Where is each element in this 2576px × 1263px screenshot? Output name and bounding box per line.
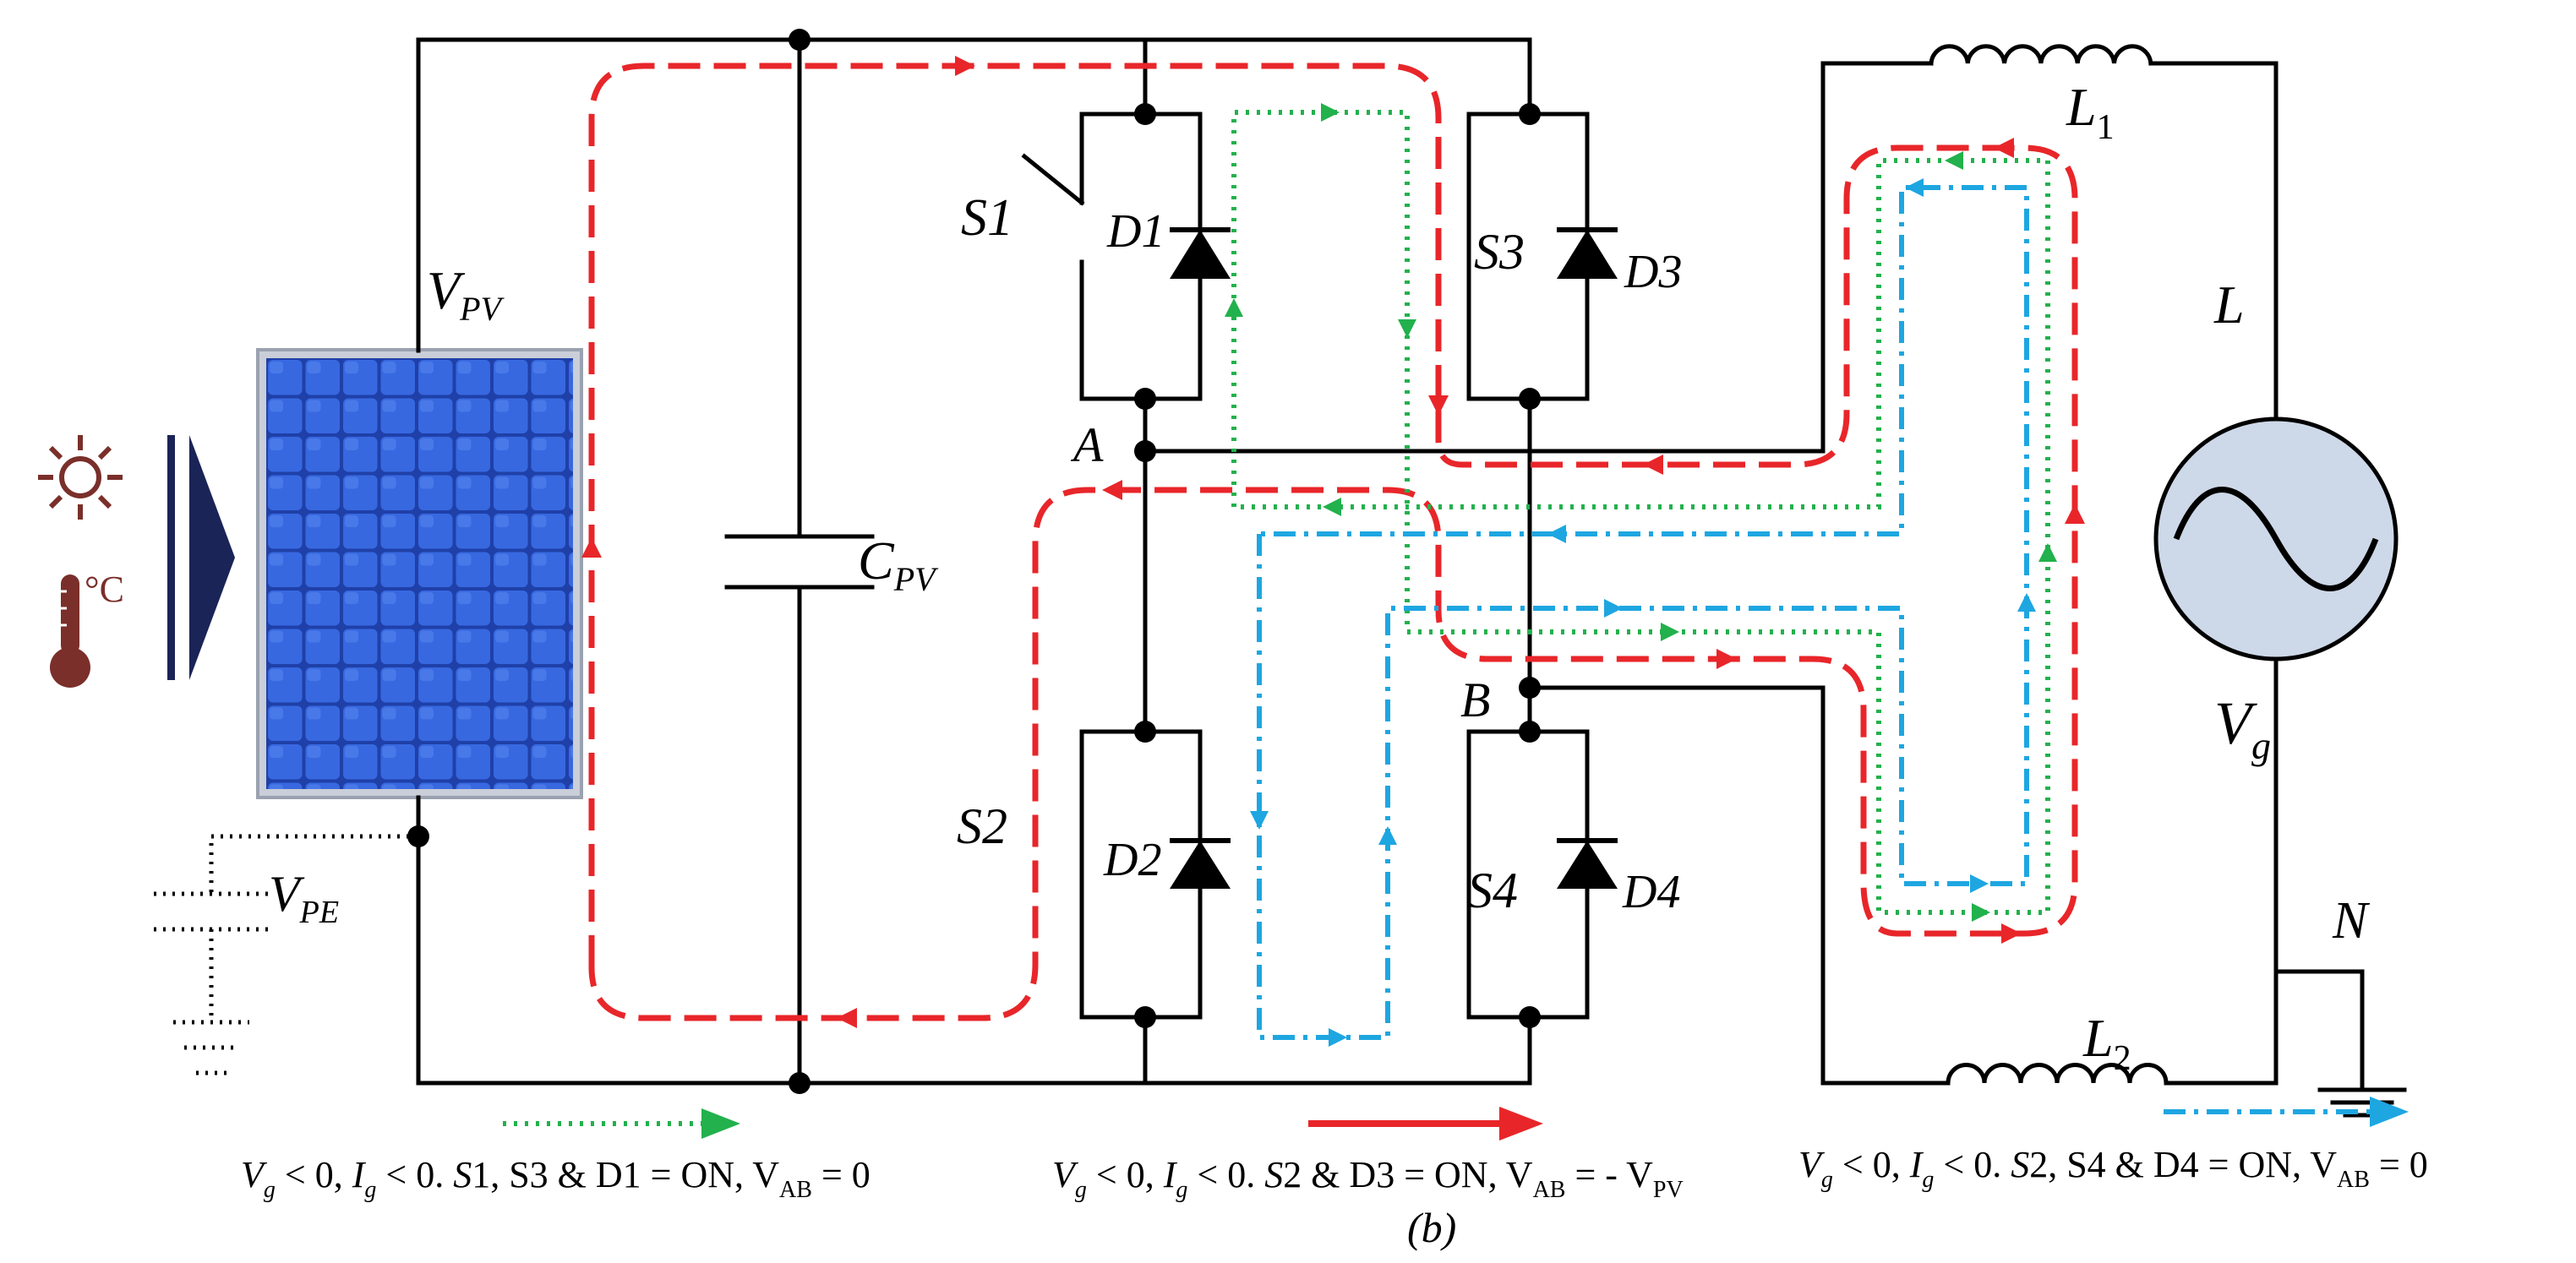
- current-path-green: [1231, 110, 2050, 915]
- d3-label: D3: [1624, 246, 1682, 298]
- caption-blue: Vg < 0, Ig < 0. S2, S4 & D4 = ON, VAB = …: [1798, 1144, 2428, 1193]
- figure-tag: (b): [1407, 1204, 1456, 1251]
- sun-icon: [38, 435, 123, 520]
- legend-arrows: [503, 1097, 2409, 1141]
- l-label: L: [2213, 275, 2245, 335]
- node-b-label: B: [1460, 672, 1490, 727]
- cpv-label: CPV: [858, 531, 939, 598]
- diode-d3: [1557, 227, 1618, 279]
- caption-red: Vg < 0, Ig < 0. S2 & D3 = ON, VAB = - VP…: [1052, 1154, 1684, 1203]
- s3-label: S3: [1474, 224, 1525, 280]
- grid-source: [2153, 416, 2399, 661]
- s4-label: S4: [1467, 863, 1518, 918]
- vg-label: Vg: [2214, 689, 2271, 767]
- l2-label: L2: [2082, 1008, 2131, 1078]
- pe-leakage-capacitor: [154, 834, 418, 1075]
- legend-blue-arrow: [2164, 1097, 2409, 1127]
- path-arrows-blue: [1250, 178, 2036, 1047]
- d2-label: D2: [1103, 834, 1161, 886]
- circuit-wires: [416, 37, 2407, 1118]
- path-arrows-red: [581, 56, 2085, 1028]
- diode-d2: [1170, 838, 1231, 889]
- l1-label: L1: [2066, 77, 2115, 147]
- celsius-label: °C: [85, 569, 124, 610]
- diode-d4: [1557, 838, 1618, 889]
- irradiance-arrow-icon: [167, 435, 235, 680]
- thermometer-icon: [50, 574, 90, 688]
- diode-d1: [1170, 227, 1231, 279]
- s1-label: S1: [961, 189, 1013, 247]
- vpv-label: VPV: [427, 260, 505, 328]
- path-arrows-green: [1225, 103, 2057, 922]
- n-label: N: [2332, 892, 2371, 950]
- current-path-red: [588, 63, 2078, 1021]
- d4-label: D4: [1622, 866, 1680, 918]
- component-labels: VPV CPV S1 D1 S3 D3 A B S2 D2 S4 D4 L1 L…: [269, 77, 2371, 1078]
- d1-label: D1: [1106, 205, 1165, 258]
- junction-dots: [407, 29, 1541, 1094]
- s2-label: S2: [957, 798, 1007, 854]
- diodes: [1170, 227, 1618, 889]
- vpe-label: VPE: [269, 866, 339, 930]
- node-a-label: A: [1070, 417, 1104, 472]
- legend-green-arrow: [503, 1108, 740, 1139]
- pv-panel: [256, 348, 583, 799]
- caption-green: Vg < 0, Ig < 0. S1, S3 & D1 = ON, VAB = …: [241, 1154, 870, 1203]
- legend-red-arrow: [1308, 1107, 1543, 1141]
- environment-icons: [38, 435, 123, 688]
